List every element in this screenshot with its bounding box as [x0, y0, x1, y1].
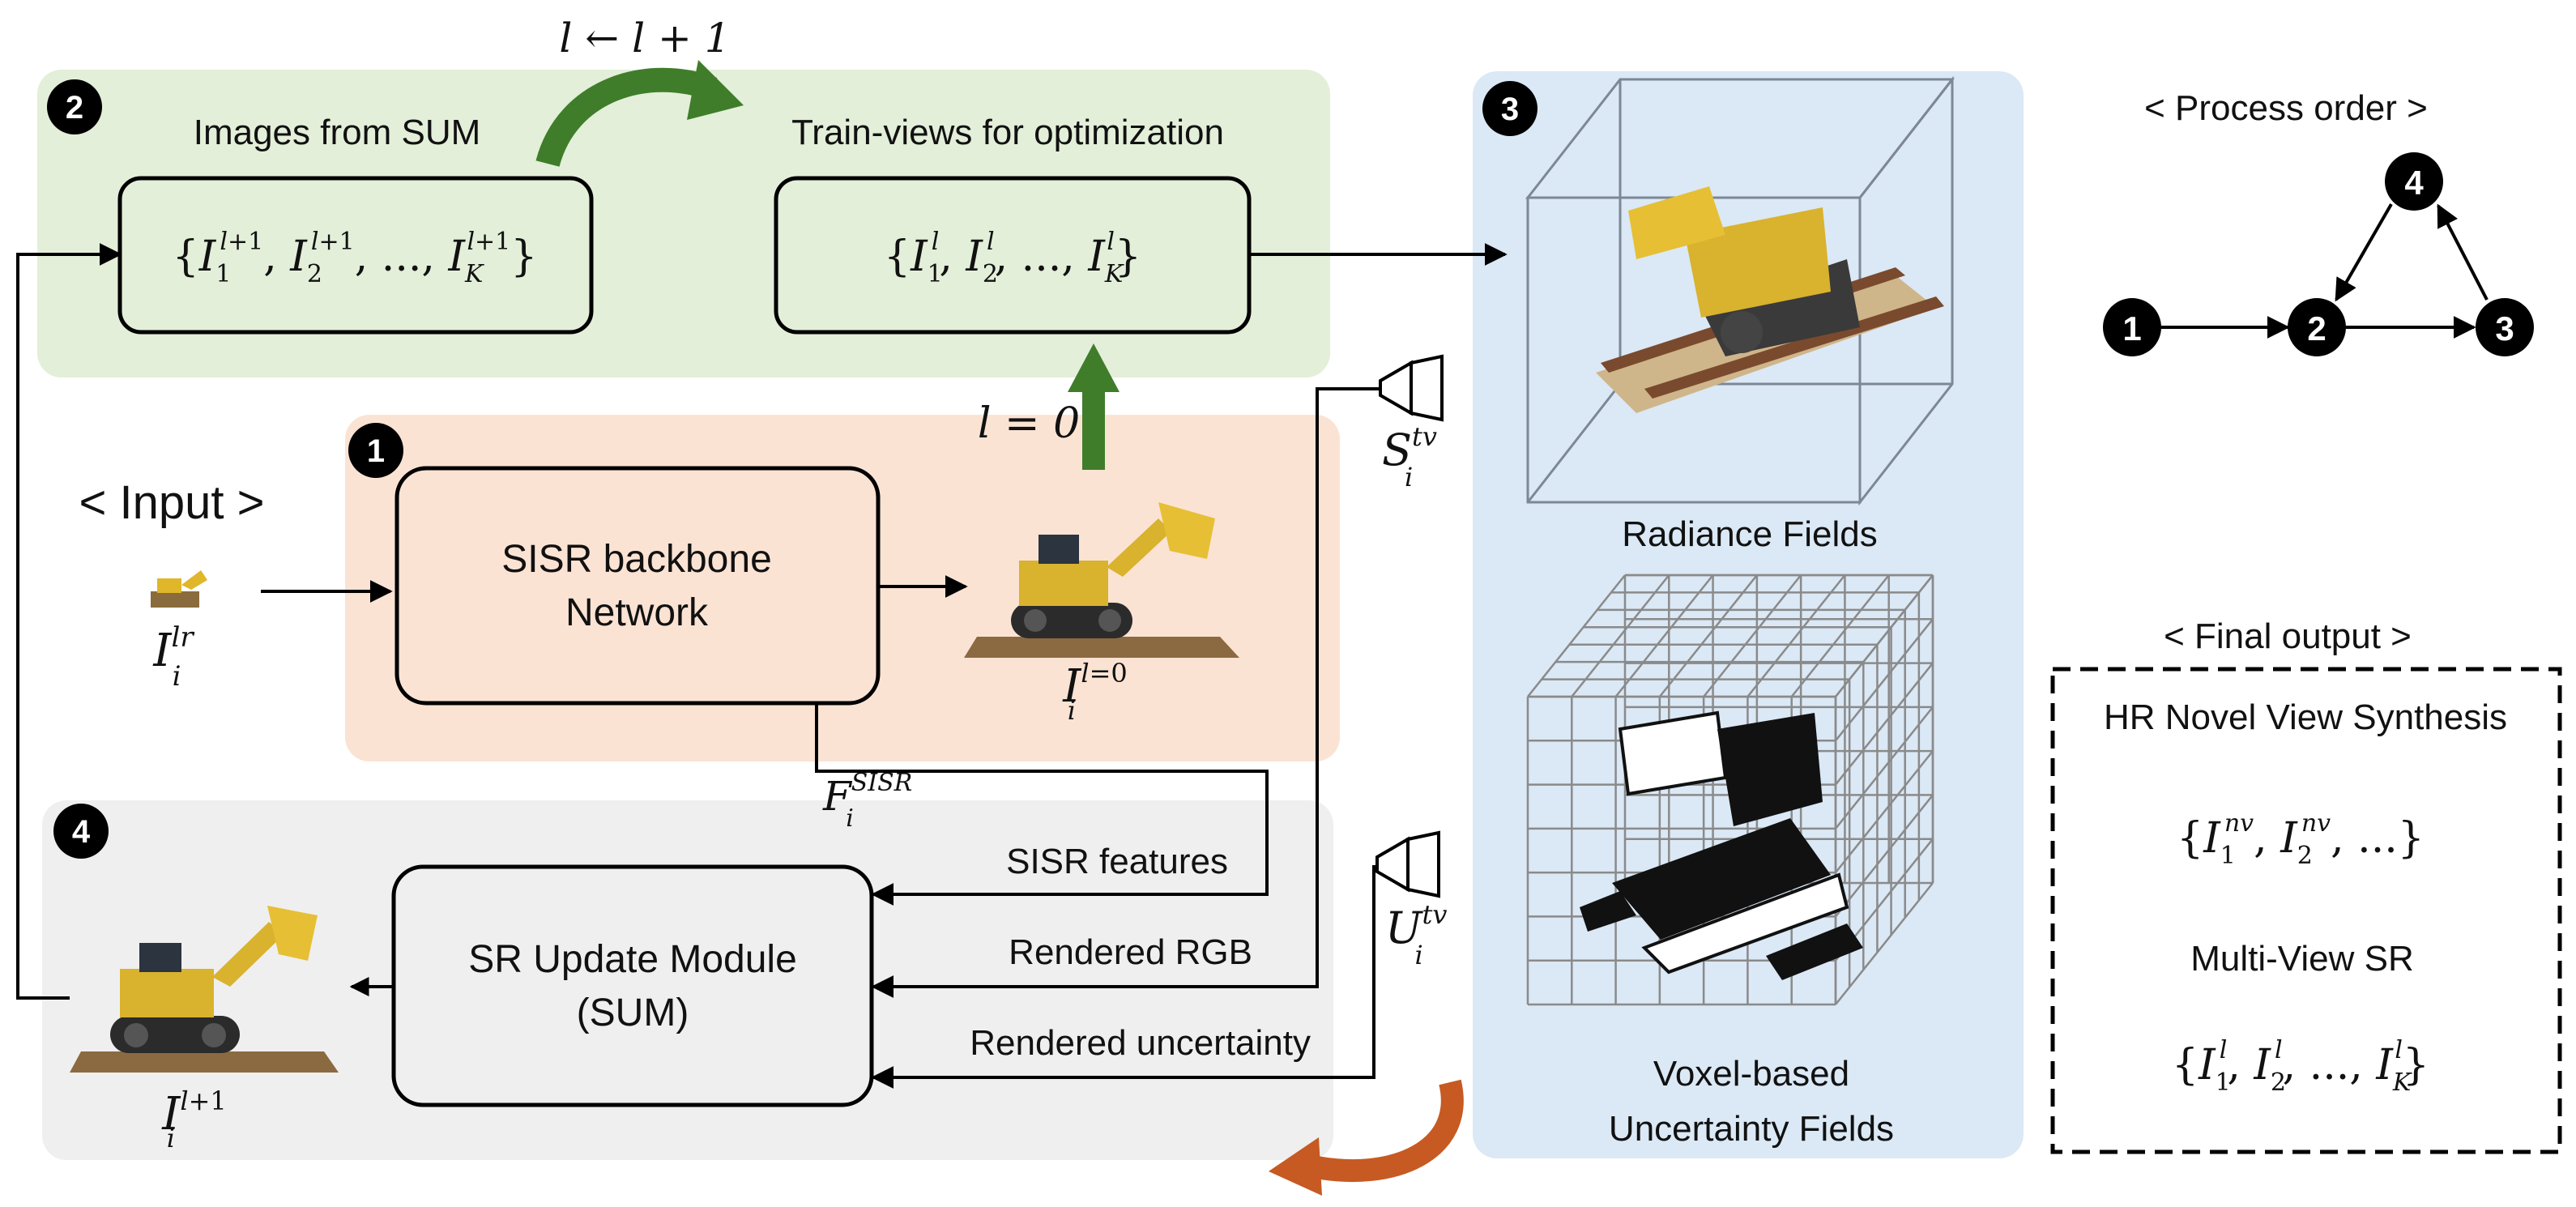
images-from-sum-label: Images from SUM — [194, 113, 481, 152]
camera-icon — [1379, 354, 1444, 422]
hr-nvs-set: {I1nv, I2nv, ...} — [2177, 809, 2425, 870]
final-output-label: < Final output > — [2164, 616, 2412, 656]
init-arrow — [1068, 343, 1120, 470]
train-views-label: Train-views for optimization — [791, 113, 1224, 152]
svg-text:2: 2 — [66, 90, 83, 126]
radiance-fields-cube — [1525, 75, 1955, 506]
svg-text:4: 4 — [2404, 164, 2424, 202]
sisr-features-path — [815, 703, 1269, 906]
badge-stage3: 3 — [1482, 81, 1537, 136]
process-node-1 — [2103, 298, 2161, 356]
process-node-4 — [2385, 152, 2443, 211]
radiance-fields-label: Radiance Fields — [1622, 514, 1878, 554]
sum-label-line2: (SUM) — [577, 992, 689, 1034]
input-lr-thumbnail — [151, 570, 207, 608]
uncertainty-fields-label-line2: Uncertainty Fields — [1609, 1109, 1894, 1149]
uncertainty-fields-label-line1: Voxel-based — [1653, 1054, 1849, 1094]
iteration-arrow — [535, 60, 744, 168]
sum-box — [391, 864, 874, 1107]
process-node-3 — [2476, 298, 2534, 356]
input-label: < Input > — [79, 476, 265, 529]
svg-text:1: 1 — [367, 433, 385, 469]
radiance-fields-scene — [1596, 186, 1944, 413]
svg-text:3: 3 — [1501, 92, 1519, 127]
camera-icon — [1375, 830, 1440, 898]
multiview-sr-label: Multi-View SR — [2190, 939, 2413, 979]
sum-label-line1: SR Update Module — [468, 938, 797, 981]
train-views-set: {I1l, I2l, ..., IKl} — [884, 228, 1141, 288]
process-order-label: < Process order > — [2144, 88, 2428, 128]
sisr-backbone-label-line1: SISR backbone — [501, 538, 772, 581]
svg-text:4: 4 — [72, 814, 91, 850]
hr-nvs-label: HR Novel View Synthesis — [2104, 697, 2507, 737]
badge-stage2: 2 — [47, 79, 102, 134]
badge-stage1: 1 — [348, 423, 403, 478]
svg-text:1: 1 — [2122, 309, 2141, 348]
stage3-region — [1473, 71, 2024, 1158]
svg-text:2: 2 — [2307, 309, 2326, 348]
uncertainty-voxel-scene — [1580, 710, 1863, 980]
sum-output-image — [70, 906, 339, 1073]
sisr-output-image — [964, 502, 1239, 658]
sisr-backbone-box — [395, 466, 881, 706]
sisr-backbone-label-line2: Network — [565, 591, 709, 634]
sum-images-set: {I1l+1, I2l+1, ..., IKl+1} — [173, 228, 538, 288]
process-order-graph: 1 2 3 4 — [2103, 152, 2534, 356]
init-rule-label: l = 0 — [978, 399, 1080, 448]
feedback-path — [16, 243, 122, 1000]
sisr-features-label: SISR features — [1006, 842, 1228, 881]
rendered-uncertainty-label: Rendered uncertainty — [970, 1023, 1311, 1063]
svg-text:3: 3 — [2495, 309, 2514, 348]
update-rule-label: l ← l + 1 — [559, 15, 730, 62]
final-output-box — [2050, 667, 2562, 1154]
rendered-rgb-label: Rendered RGB — [1009, 932, 1252, 972]
multiview-sr-set: {I1l, I2l, ..., IKl} — [2172, 1036, 2429, 1097]
update-loop-arrow — [1269, 1079, 1464, 1196]
badge-stage4: 4 — [53, 804, 109, 859]
process-node-2 — [2288, 298, 2346, 356]
rendered-rgb-path — [871, 387, 1382, 998]
